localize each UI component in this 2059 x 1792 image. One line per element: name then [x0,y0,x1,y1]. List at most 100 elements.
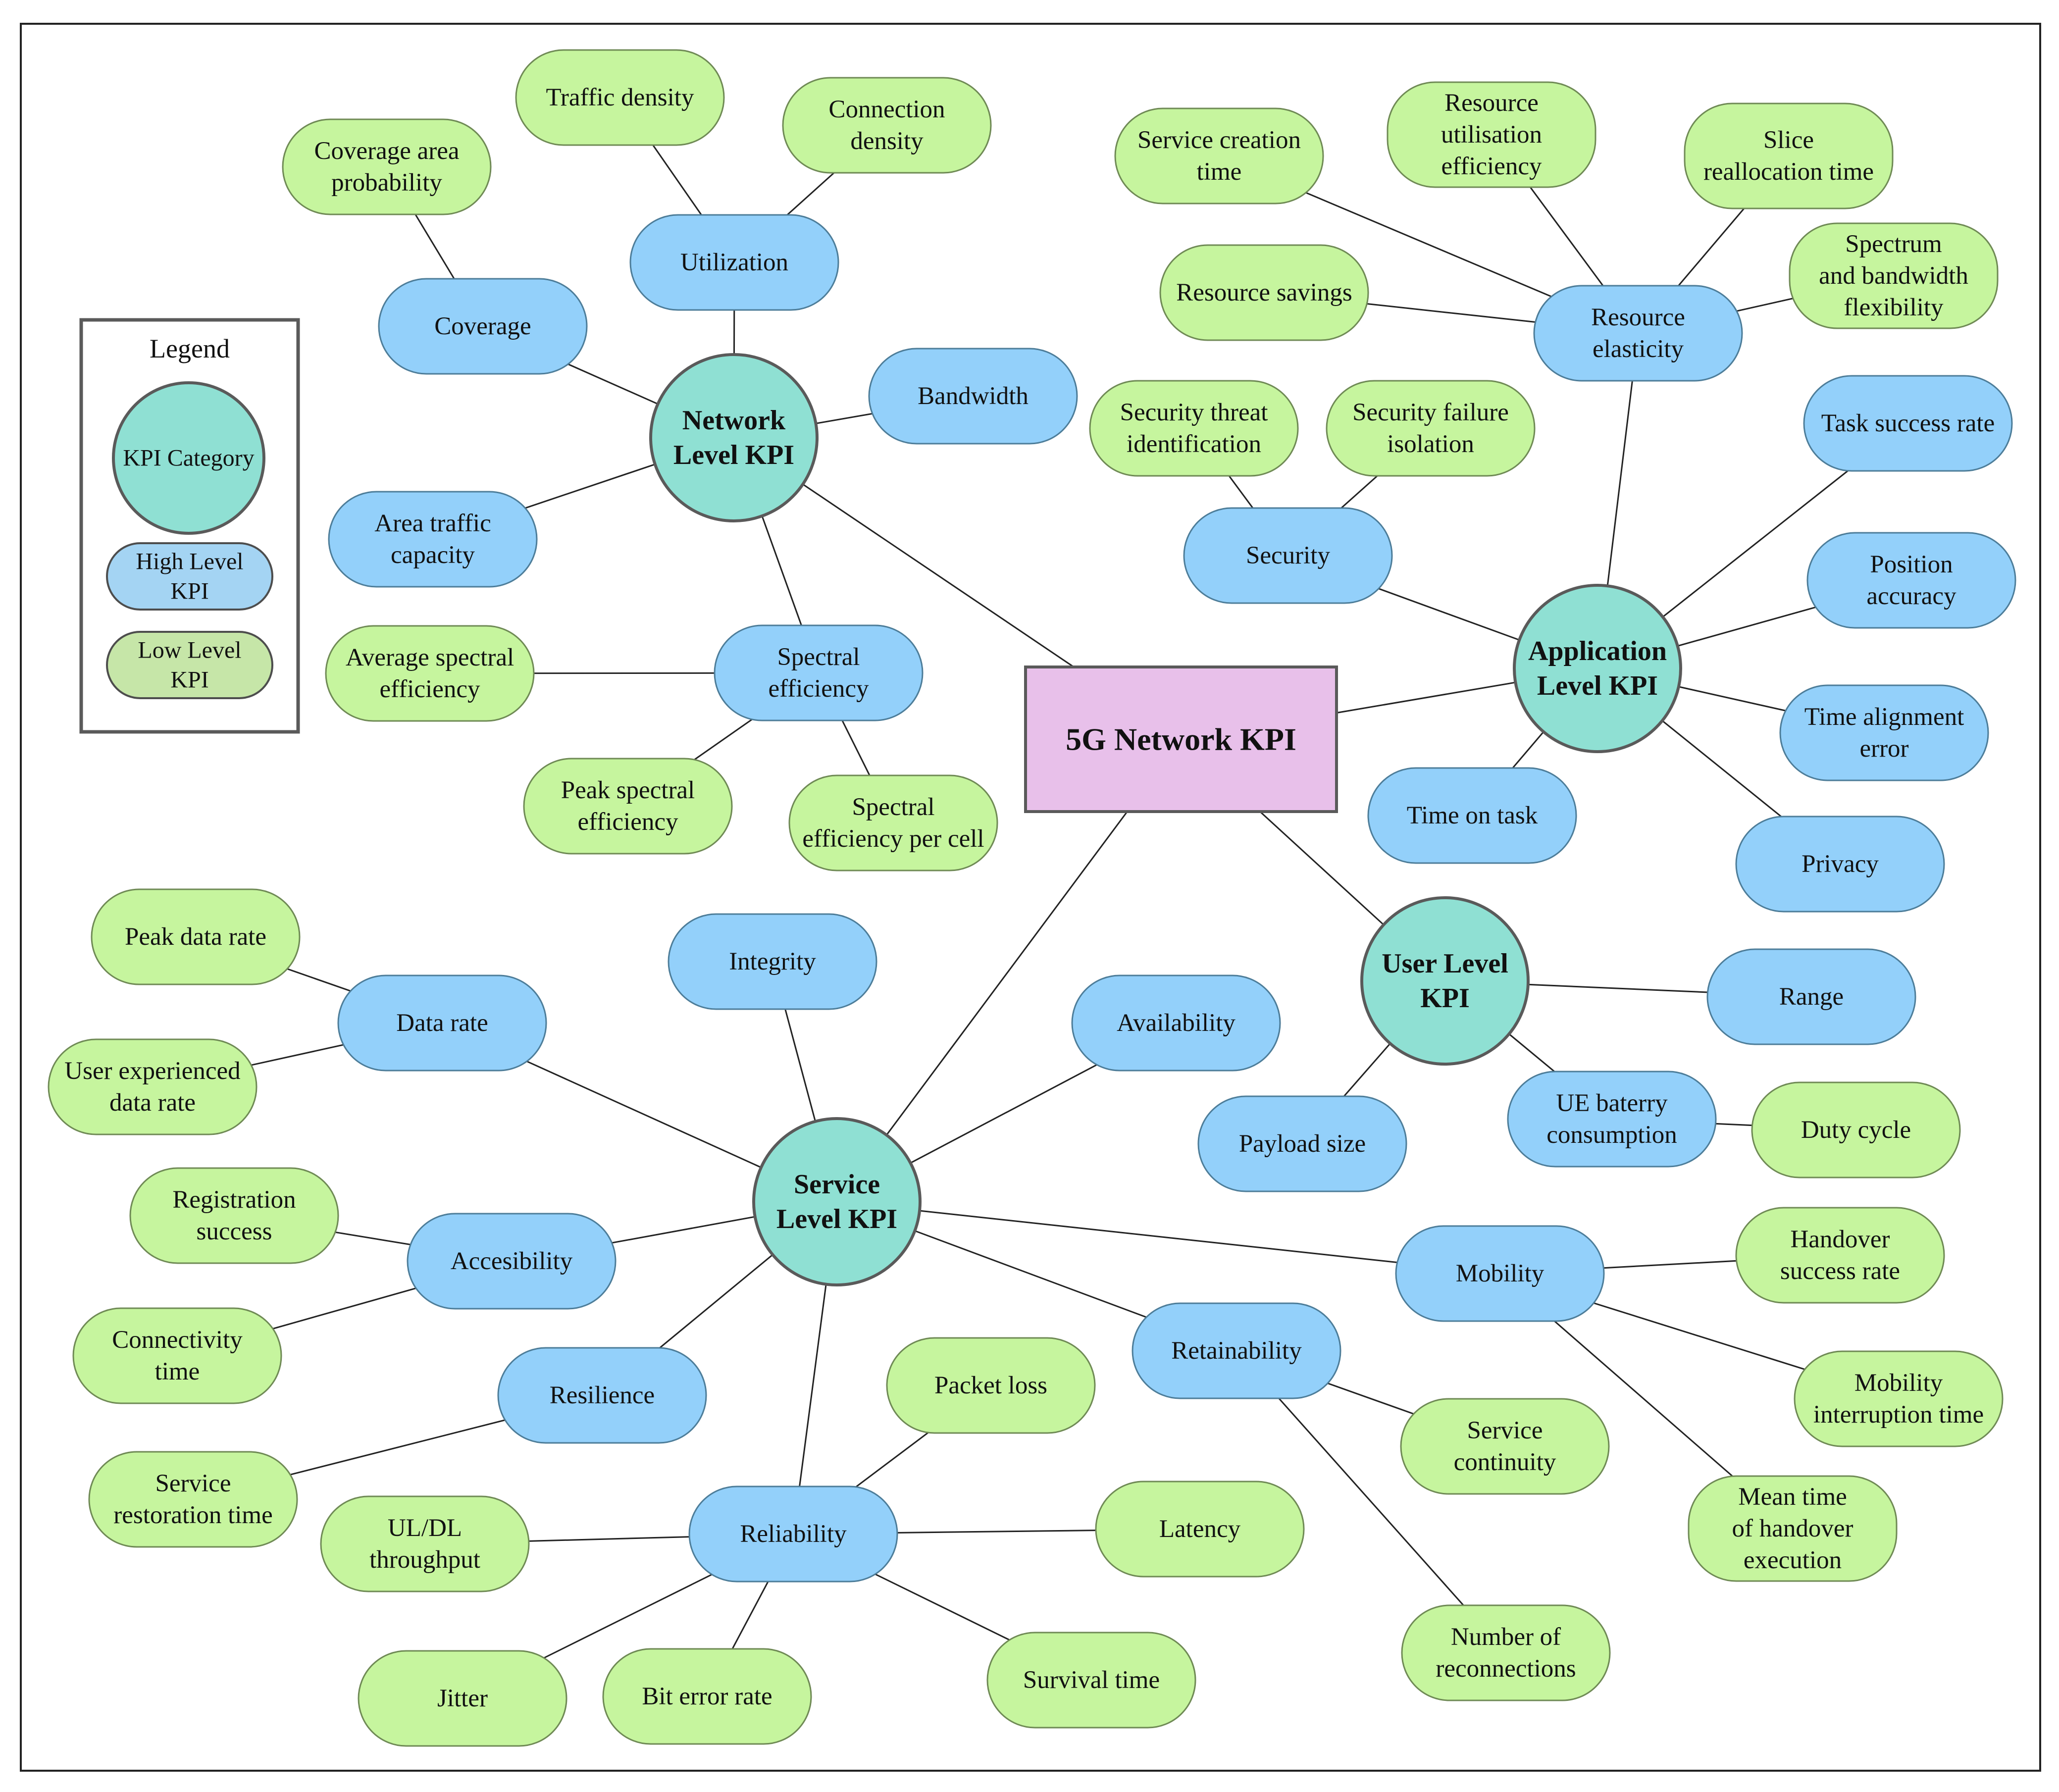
high-kpi-security-label: Security [1246,542,1330,569]
low-kpi-resource-util-label-line-3: efficiency [1441,153,1542,180]
low-kpi-spectrum-flex-label-line-3: flexibility [1844,294,1944,321]
high-kpi-time-on-task-pill [1367,767,1577,864]
low-kpi-service-restoration-label-line-1: Service [155,1470,231,1497]
high-kpi-ue-battery-label-line-1: UE baterry [1556,1089,1668,1117]
low-kpi-packet-loss-pill [886,1337,1096,1434]
low-kpi-packet-loss: Packet loss [886,1337,1096,1434]
legend-low-label-line-2: KPI [170,667,208,693]
low-kpi-latency-pill [1095,1481,1305,1578]
high-kpi-retainability-pill [1132,1302,1341,1399]
low-kpi-user-exp-rate-pill [48,1038,257,1135]
low-kpi-sec-failure-pill [1326,380,1536,477]
high-kpi-time-alignment: Time alignment error [1779,684,1989,781]
low-kpi-latency: Latency [1095,1481,1305,1578]
high-kpi-data-rate-pill [337,974,547,1072]
low-kpi-mean-handover-label-line-2: of handover [1732,1515,1853,1542]
low-kpi-service-continuity-label-line-1: Service [1467,1417,1543,1444]
low-kpi-sec-threat-label-line-1: Security threat [1120,399,1268,426]
low-kpi-connectivity-time-label-line-2: time [155,1358,200,1385]
low-kpi-sec-threat-pill [1089,380,1299,477]
high-kpi-time-on-task-label: Time on task [1407,802,1538,829]
low-kpi-packet-loss-label: Packet loss [934,1372,1047,1399]
low-kpi-peak-spectral-pill [523,758,733,855]
high-kpi-range-pill [1706,948,1916,1045]
low-kpi-connectivity-time-label-line-1: Connectivity [112,1326,243,1354]
low-kpi-service-restoration-pill [88,1451,298,1548]
high-kpi-integrity-pill [668,913,877,1010]
category-network-label-line-2: Level KPI [673,440,794,470]
low-kpi-peak-data-rate: Peak data rate [91,888,301,985]
low-kpi-mobility-interruption-label-line-1: Mobility [1854,1369,1943,1397]
low-kpi-connection-density-label-line-1: Connection [828,96,945,123]
category-user-circle [1360,896,1530,1066]
low-kpi-survival-time: Survival time [986,1632,1196,1729]
high-kpi-retainability-label: Retainability [1171,1337,1302,1365]
low-kpi-slice-realloc-label-line-1: Slice [1763,126,1814,154]
low-kpi-reconnections-label-line-1: Number of [1451,1623,1561,1651]
high-kpi-spectral-pill [714,624,924,721]
low-kpi-sec-threat-label-line-2: identification [1127,430,1261,458]
low-kpi-duty-cycle: Duty cycle [1751,1081,1961,1178]
high-kpi-ue-battery-pill [1507,1071,1717,1168]
high-kpi-coverage: Coverage [378,278,588,375]
high-kpi-position-pill [1806,532,2016,629]
high-kpi-resilience-label: Resilience [550,1382,655,1409]
legend-category-label: KPI Category [123,445,254,471]
low-kpi-spectral-per-cell-pill [788,774,998,871]
high-kpi-reliability-pill [688,1485,898,1583]
high-kpi-area-traffic-label-line-1: Area traffic [374,510,491,537]
low-kpi-connection-density-pill [782,77,992,174]
category-application-circle [1513,584,1682,753]
low-kpi-resource-util-pill [1387,81,1596,188]
low-kpi-coverage-prob-label-line-1: Coverage area [314,137,459,165]
low-kpi-sec-failure-label-line-1: Security failure [1352,399,1509,426]
root-node-title: 5G Network KPI [1066,722,1296,757]
high-kpi-time-alignment-label-line-2: error [1859,735,1908,763]
connector-root-service [836,739,1182,1202]
high-kpi-reliability-label: Reliability [740,1520,847,1548]
category-service-label-line-2: Level KPI [776,1204,897,1234]
low-kpi-reconnections-label-line-2: reconnections [1436,1655,1576,1683]
legend-high-label-line-2: KPI [170,578,208,605]
high-kpi-data-rate-label: Data rate [396,1009,488,1037]
low-kpi-avg-spectral-label-line-2: efficiency [380,675,480,703]
low-kpi-duty-cycle-label: Duty cycle [1801,1116,1911,1144]
high-kpi-resilience-pill [497,1347,707,1444]
low-kpi-jitter-pill [358,1650,567,1747]
low-kpi-duty-cycle-pill [1751,1081,1961,1178]
low-kpi-registration-pill [129,1167,339,1264]
low-kpi-spectral-per-cell-label-line-2: efficiency per cell [802,825,984,853]
legend-title: Legend [150,334,230,363]
low-kpi-spectrum-flex-label-line-1: Spectrum [1845,230,1942,258]
high-kpi-time-alignment-label-line-1: Time alignment [1804,703,1964,731]
high-kpi-accessibility-pill [407,1213,617,1310]
high-kpi-accessibility-label: Accesibility [451,1247,573,1275]
high-kpi-range-label: Range [1779,983,1844,1011]
low-kpi-connection-density-label-line-2: density [850,127,924,155]
low-kpi-handover-success-label-line-1: Handover [1790,1226,1890,1253]
low-kpi-sec-failure-label-line-2: isolation [1387,430,1474,458]
high-kpi-payload-label: Payload size [1239,1130,1366,1158]
low-kpi-handover-success-label-line-2: success rate [1780,1257,1900,1285]
high-kpi-bandwidth-pill [868,348,1078,445]
high-kpi-area-traffic-pill [328,491,538,588]
low-kpi-resource-util-label-line-2: utilisation [1441,121,1542,149]
high-kpi-task-success-label: Task success rate [1821,410,1995,437]
high-kpi-resource-elasticity-label-line-2: elasticity [1593,335,1684,363]
high-kpi-security-pill [1183,507,1393,604]
category-service-label-line-1: Service [794,1169,880,1200]
